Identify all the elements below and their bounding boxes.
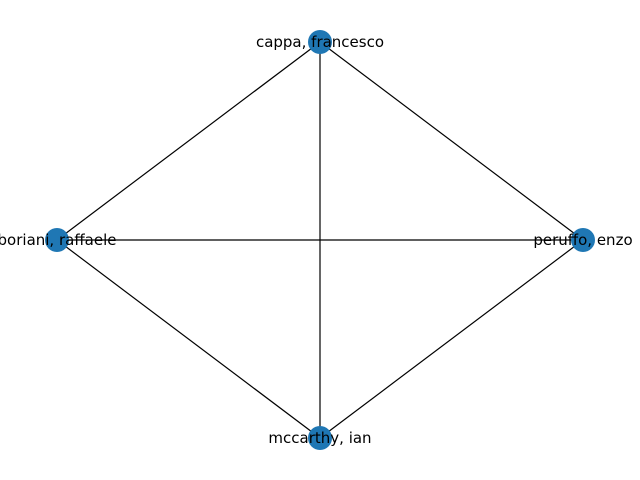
node-label-boriani: boriani, raffaele (0, 231, 116, 249)
labels-layer: cappa, francesco peruffo, enzo mccarthy, i… (0, 33, 633, 447)
node-peruffo (571, 228, 595, 252)
node-boriani (45, 228, 69, 252)
node-label-mccarthy: mccarthy, ian (268, 429, 371, 447)
nodes-layer (45, 30, 595, 450)
edge-mccarthy-boriani (56, 239, 321, 439)
node-cappa (308, 30, 332, 54)
edge-cappa-peruffo (319, 41, 584, 241)
edge-peruffo-mccarthy (319, 239, 584, 439)
node-label-cappa: cappa, francesco (256, 33, 384, 51)
node-label-peruffo: peruffo, enzo (533, 231, 632, 249)
edges-layer (56, 41, 584, 439)
node-mccarthy (308, 426, 332, 450)
edge-cappa-boriani (56, 41, 321, 241)
